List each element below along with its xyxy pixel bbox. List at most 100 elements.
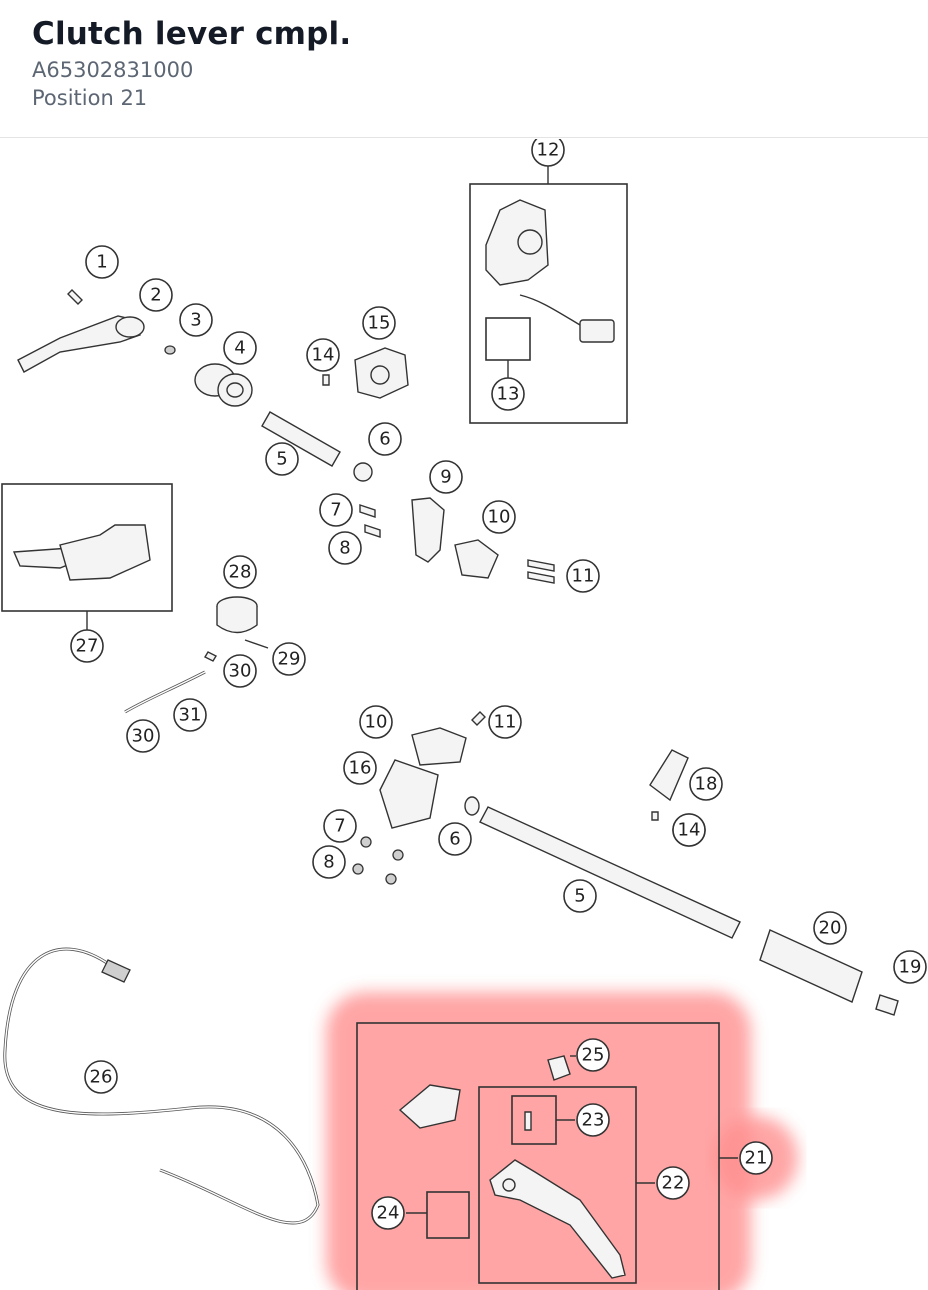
callout-2[interactable]: 2 bbox=[139, 278, 173, 312]
part-lever-top bbox=[17, 315, 141, 373]
callout-8-b[interactable]: 8 bbox=[312, 845, 346, 879]
svg-text:15: 15 bbox=[368, 313, 391, 334]
part-lever-bracket bbox=[398, 1084, 461, 1129]
callout-7-b[interactable]: 7 bbox=[323, 809, 357, 843]
callout-10-b[interactable]: 10 bbox=[359, 705, 393, 739]
svg-text:9: 9 bbox=[440, 467, 451, 488]
callout-18[interactable]: 18 bbox=[689, 767, 723, 801]
part-clutch-lever bbox=[489, 1159, 626, 1279]
svg-text:11: 11 bbox=[572, 566, 595, 587]
callout-11-b[interactable]: 11 bbox=[488, 705, 522, 739]
callout-8[interactable]: 8 bbox=[328, 531, 362, 565]
svg-text:28: 28 bbox=[229, 562, 252, 583]
part-header: Clutch lever cmpl. A65302831000 Position… bbox=[0, 0, 928, 138]
svg-text:21: 21 bbox=[745, 1148, 768, 1169]
callout-20[interactable]: 20 bbox=[813, 911, 847, 945]
part-10-top bbox=[454, 539, 499, 579]
svg-text:18: 18 bbox=[695, 774, 718, 795]
svg-text:14: 14 bbox=[312, 345, 335, 366]
svg-text:4: 4 bbox=[234, 338, 245, 359]
svg-text:31: 31 bbox=[179, 705, 202, 726]
callout-14[interactable]: 14 bbox=[306, 338, 340, 372]
svg-text:2: 2 bbox=[150, 285, 161, 306]
svg-text:8: 8 bbox=[323, 852, 334, 873]
callout-24[interactable]: 24 bbox=[371, 1196, 405, 1230]
part-throttle-tube bbox=[261, 411, 341, 467]
callout-25[interactable]: 25 bbox=[576, 1038, 610, 1072]
part-25 bbox=[547, 1055, 571, 1081]
callout-5-b[interactable]: 5 bbox=[563, 879, 597, 913]
callout-29[interactable]: 29 bbox=[272, 642, 306, 676]
diagram-svg: 1 2 3 4 5 6 7 8 9 10 11 12 13 14 15 14 1… bbox=[1, 139, 927, 1290]
group-box-24 bbox=[426, 1191, 470, 1239]
part-title: Clutch lever cmpl. bbox=[32, 16, 352, 52]
callout-6-b[interactable]: 6 bbox=[438, 822, 472, 856]
callout-12[interactable]: 12 bbox=[531, 139, 565, 167]
callout-30-b[interactable]: 30 bbox=[126, 719, 160, 753]
svg-text:3: 3 bbox=[190, 310, 201, 331]
part-clutch-cable bbox=[3, 947, 320, 1225]
callout-1[interactable]: 1 bbox=[85, 245, 119, 279]
svg-text:25: 25 bbox=[582, 1045, 605, 1066]
callout-23[interactable]: 23 bbox=[576, 1103, 610, 1137]
callout-26[interactable]: 26 bbox=[84, 1060, 118, 1094]
svg-text:24: 24 bbox=[377, 1203, 400, 1224]
svg-text:20: 20 bbox=[819, 918, 842, 939]
part-16 bbox=[379, 759, 439, 829]
svg-text:12: 12 bbox=[537, 140, 560, 161]
callout-28[interactable]: 28 bbox=[223, 555, 257, 589]
svg-text:19: 19 bbox=[899, 957, 922, 978]
part-grip bbox=[759, 929, 863, 1003]
part-position: Position 21 bbox=[32, 86, 148, 110]
callout-9[interactable]: 9 bbox=[429, 460, 463, 494]
callout-10[interactable]: 10 bbox=[482, 500, 516, 534]
callout-15[interactable]: 15 bbox=[362, 306, 396, 340]
part-connector bbox=[579, 319, 615, 343]
callout-14-c[interactable]: 14 bbox=[672, 813, 706, 847]
callout-11[interactable]: 11 bbox=[566, 559, 600, 593]
svg-text:23: 23 bbox=[582, 1110, 605, 1131]
group-box-21 bbox=[356, 1022, 720, 1290]
svg-text:5: 5 bbox=[574, 886, 585, 907]
part-18 bbox=[649, 749, 689, 802]
svg-text:6: 6 bbox=[379, 429, 390, 450]
part-switch-housing bbox=[485, 199, 549, 286]
callout-30[interactable]: 30 bbox=[223, 654, 257, 688]
svg-text:6: 6 bbox=[449, 829, 460, 850]
svg-text:7: 7 bbox=[330, 500, 341, 521]
part-9 bbox=[411, 497, 445, 563]
svg-text:29: 29 bbox=[278, 649, 301, 670]
exploded-parts-diagram: 1 2 3 4 5 6 7 8 9 10 11 12 13 14 15 14 1… bbox=[0, 139, 928, 1290]
group-box-22 bbox=[478, 1086, 637, 1284]
svg-text:13: 13 bbox=[497, 384, 520, 405]
callout-5[interactable]: 5 bbox=[265, 442, 299, 476]
svg-text:14: 14 bbox=[678, 820, 701, 841]
svg-text:27: 27 bbox=[76, 636, 99, 657]
part-number: A65302831000 bbox=[32, 58, 194, 82]
part-handlebar bbox=[479, 806, 741, 939]
callout-4[interactable]: 4 bbox=[223, 331, 257, 365]
callout-22[interactable]: 22 bbox=[656, 1166, 690, 1200]
svg-text:16: 16 bbox=[349, 758, 372, 779]
svg-text:8: 8 bbox=[339, 538, 350, 559]
callout-3[interactable]: 3 bbox=[179, 303, 213, 337]
callout-31[interactable]: 31 bbox=[173, 698, 207, 732]
callout-6[interactable]: 6 bbox=[368, 422, 402, 456]
highlight-region-21 bbox=[326, 992, 798, 1290]
svg-text:22: 22 bbox=[662, 1173, 685, 1194]
svg-text:10: 10 bbox=[488, 507, 511, 528]
svg-text:7: 7 bbox=[334, 816, 345, 837]
callout-13[interactable]: 13 bbox=[491, 377, 525, 411]
callout-27[interactable]: 27 bbox=[70, 629, 104, 663]
callout-21[interactable]: 21 bbox=[739, 1141, 773, 1175]
svg-text:11: 11 bbox=[494, 712, 517, 733]
callout-7[interactable]: 7 bbox=[319, 493, 353, 527]
callout-16[interactable]: 16 bbox=[343, 751, 377, 785]
svg-text:10: 10 bbox=[365, 712, 388, 733]
svg-text:26: 26 bbox=[90, 1067, 113, 1088]
group-box-13 bbox=[485, 317, 531, 361]
svg-text:30: 30 bbox=[229, 661, 252, 682]
svg-text:30: 30 bbox=[132, 726, 155, 747]
callout-19[interactable]: 19 bbox=[893, 950, 927, 984]
part-10-mid bbox=[411, 727, 467, 766]
